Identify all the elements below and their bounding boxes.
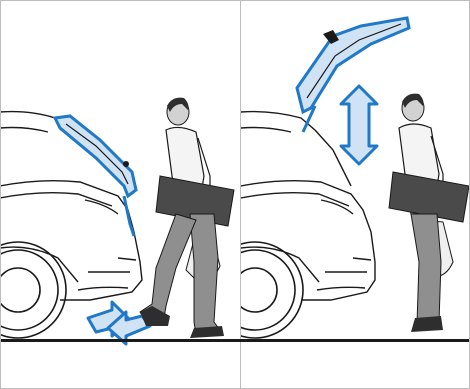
figure-frame: [0, 0, 470, 389]
tailgate-illustration: [0, 0, 470, 389]
